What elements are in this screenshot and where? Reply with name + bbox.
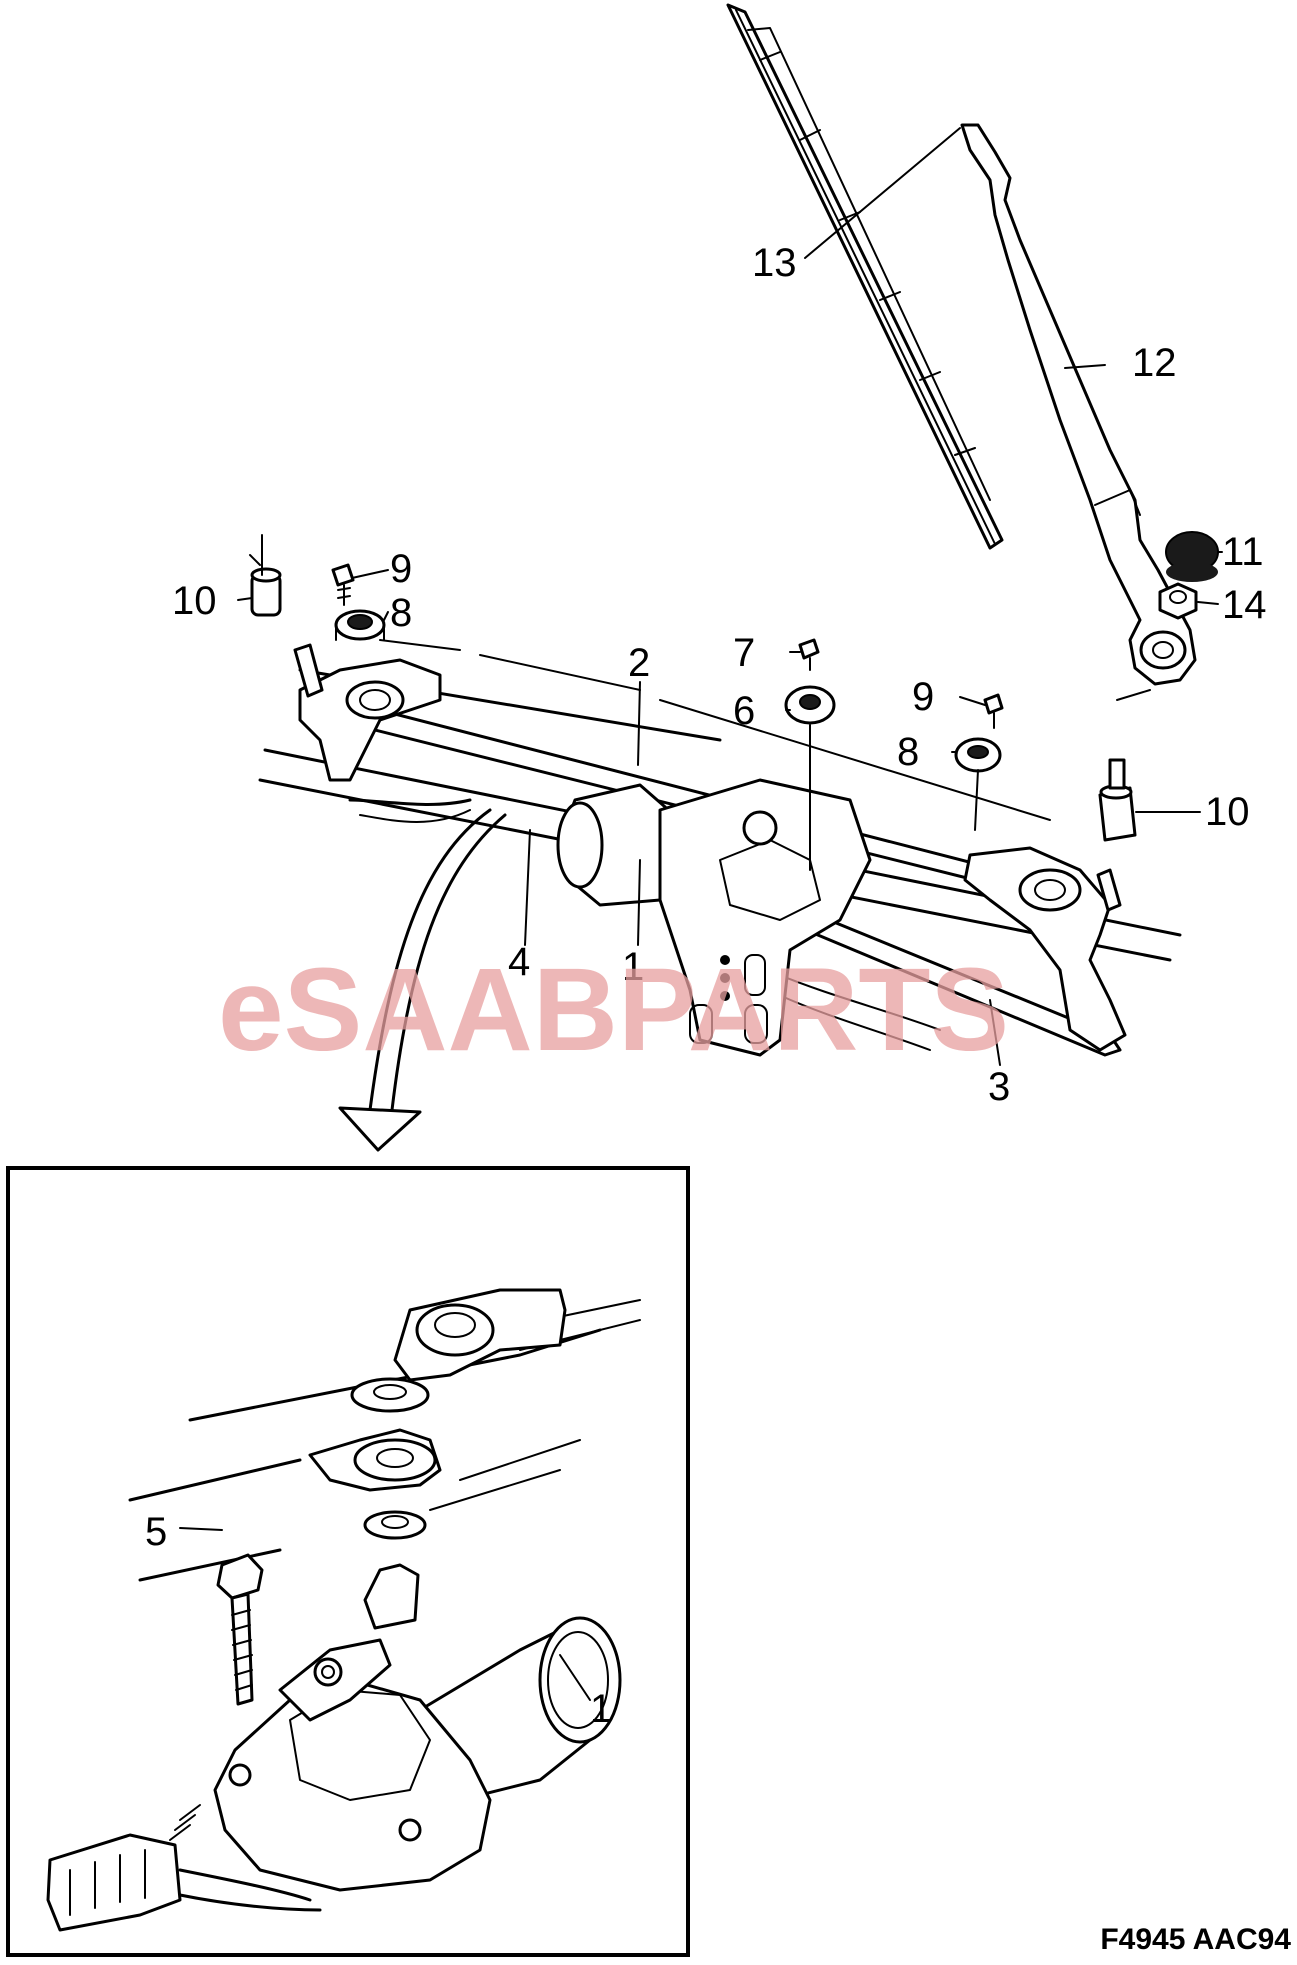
callout-10-right: 10 <box>1205 790 1250 834</box>
callout-9-left: 9 <box>390 547 412 591</box>
callout-5: 5 <box>145 1510 167 1554</box>
bolt-right <box>983 693 1004 729</box>
callout-8-right: 8 <box>897 730 919 774</box>
callout-13: 13 <box>752 241 797 285</box>
wiper-arm <box>960 123 1197 686</box>
callout-labels: 13 12 11 14 10 9 8 2 7 6 9 8 10 4 1 3 5 … <box>145 241 1267 1731</box>
grommet-right <box>954 737 1002 831</box>
callout-11: 11 <box>1222 530 1264 574</box>
bolt-center <box>798 638 820 671</box>
callout-12: 12 <box>1132 341 1177 385</box>
callout-14: 14 <box>1222 583 1267 627</box>
spindle-cap <box>1165 531 1219 582</box>
detail-arrow <box>338 808 507 1152</box>
callout-1-inset: 1 <box>590 1687 612 1731</box>
spindle-nut <box>1158 582 1198 620</box>
wiper-blade <box>726 3 1004 550</box>
callout-4: 4 <box>508 940 530 984</box>
grommet-left <box>334 609 386 641</box>
callout-6: 6 <box>733 689 755 733</box>
callout-9-right: 9 <box>912 675 934 719</box>
callout-3: 3 <box>988 1065 1010 1109</box>
leader-lines <box>179 127 1223 1701</box>
bolt-left <box>331 563 355 606</box>
grommet-center <box>784 685 836 871</box>
callout-10-left: 10 <box>172 579 217 623</box>
figure-code: F4945 AAC94 <box>1100 1923 1291 1956</box>
pivot-housing-left <box>249 534 282 617</box>
callout-1-main: 1 <box>622 945 644 989</box>
inset-detail <box>6 1166 690 1957</box>
pivot-housing-right <box>1098 689 1151 842</box>
wiper-motor <box>556 778 872 1057</box>
callout-2: 2 <box>628 641 650 685</box>
callout-8-left: 8 <box>390 591 412 635</box>
callout-7: 7 <box>733 631 755 675</box>
